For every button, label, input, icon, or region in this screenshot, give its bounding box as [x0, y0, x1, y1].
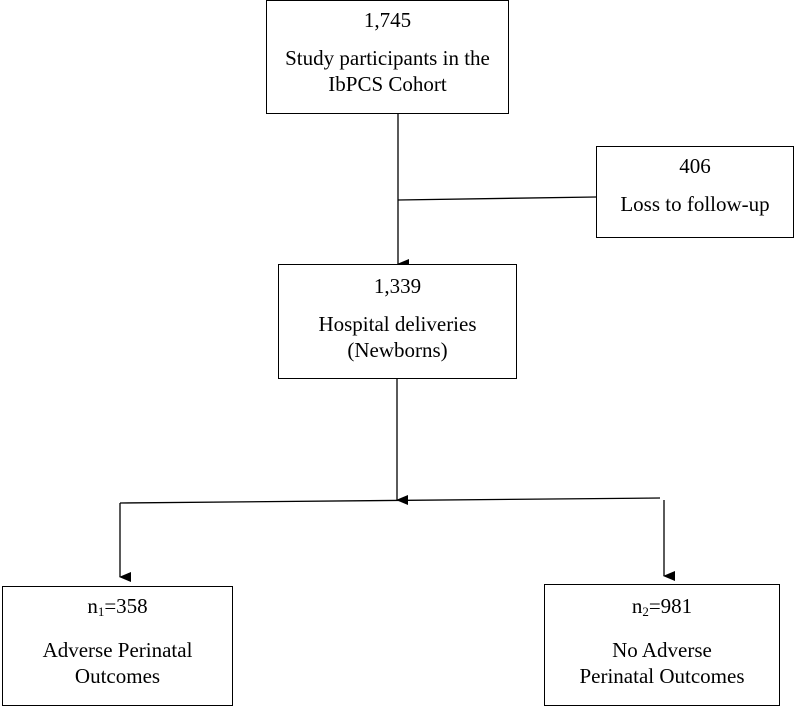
box-adverse-outcomes: n1=358 Adverse Perinatal Outcomes [2, 586, 233, 706]
adverse-label-line1: Adverse Perinatal [42, 638, 193, 662]
adverse-count-value: =358 [104, 594, 148, 618]
cohort-label-line2: IbPCS Cohort [328, 72, 447, 96]
noadverse-label-line2: Perinatal Outcomes [579, 664, 745, 688]
loss-label: Loss to follow-up [620, 192, 770, 216]
noadverse-count-value: =981 [648, 594, 693, 618]
noadverse-count: n2=981 [545, 593, 779, 625]
hospital-count: 1,339 [373, 274, 422, 298]
cohort-count: 1,745 [363, 8, 412, 32]
box-hospital-deliveries: 1,339 Hospital deliveries (Newborns) [278, 264, 517, 379]
adverse-count: n1=358 [3, 593, 232, 625]
adverse-count-sub: 1 [97, 604, 105, 619]
noadverse-count-sub: 2 [642, 604, 649, 619]
line-loss-branch [397, 196, 597, 201]
box-study-participants: 1,745 Study participants in the IbPCS Co… [266, 0, 509, 114]
cohort-label: Study participants in the IbPCS Cohort [267, 45, 508, 97]
adverse-label: Adverse Perinatal Outcomes [3, 637, 232, 689]
noadverse-label: No Adverse Perinatal Outcomes [545, 637, 779, 689]
hospital-label-line1: Hospital deliveries [318, 312, 477, 336]
cohort-label-line1: Study participants in the [285, 46, 490, 70]
adverse-label-line2: Outcomes [74, 664, 161, 688]
box-no-adverse-outcomes: n2=981 No Adverse Perinatal Outcomes [544, 584, 780, 706]
hospital-label: Hospital deliveries (Newborns) [279, 311, 516, 363]
line-split [119, 497, 661, 504]
noadverse-label-line1: No Adverse [612, 638, 712, 662]
hospital-label-line2: (Newborns) [347, 338, 448, 362]
loss-count: 406 [679, 154, 711, 178]
noadverse-count-prefix: n [631, 594, 643, 618]
box-loss-to-follow-up: 406 Loss to follow-up [596, 146, 794, 238]
adverse-count-prefix: n [87, 594, 98, 618]
